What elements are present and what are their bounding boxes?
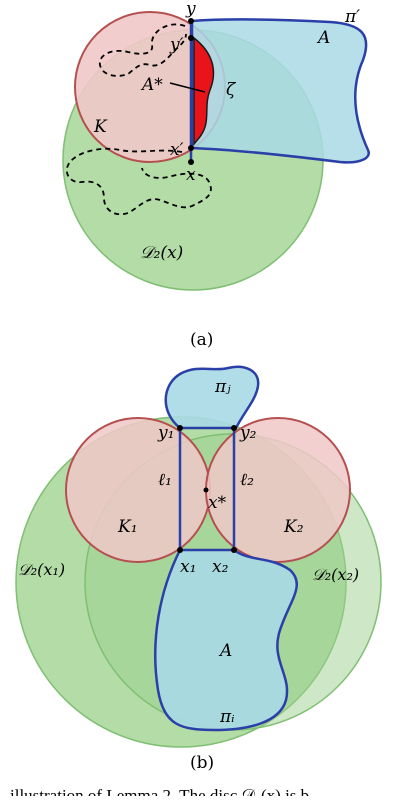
point-y2 — [231, 425, 237, 431]
label-y1: y₁ — [157, 423, 174, 443]
point-y-prime — [188, 35, 194, 41]
label-a-b: A — [218, 641, 232, 661]
region-a-b — [153, 548, 298, 732]
label-d2x1: 𝒟₂(x₁) — [18, 560, 65, 579]
label-k2: K₂ — [283, 517, 304, 537]
label-y2: y₂ — [239, 423, 257, 443]
caption-a: (a) — [190, 330, 213, 350]
panel-a: y y′ A* ζ K x′ x A π′ 𝒟₂(x) (a) — [62, 0, 370, 350]
point-x — [188, 159, 194, 165]
dashed-curve-upper — [99, 23, 187, 77]
label-k1: K₁ — [117, 517, 138, 537]
label-a-star: A* — [140, 75, 163, 95]
label-a: A — [316, 28, 330, 48]
point-x2 — [231, 547, 237, 553]
disc-k2 — [205, 417, 351, 563]
region-a — [190, 18, 370, 164]
point-y — [188, 18, 194, 24]
point-x-star — [203, 487, 209, 493]
label-pi-j: πⱼ — [214, 377, 231, 397]
label-x: x — [186, 165, 196, 185]
label-x2: x₂ — [212, 557, 229, 577]
label-pi-i: πᵢ — [219, 707, 235, 727]
label-x-star: x* — [208, 493, 227, 513]
label-zeta: ζ — [226, 80, 237, 100]
arrow-a-star — [169, 82, 206, 93]
label-x-prime: x′ — [170, 140, 184, 160]
label-x1: x₁ — [180, 557, 196, 577]
point-y1 — [177, 425, 183, 431]
disc-k1 — [65, 417, 211, 563]
label-l2: ℓ₂ — [240, 470, 254, 490]
label-y-prime: y′ — [169, 35, 184, 55]
footer-text: illustration of Lemma 2. The disc 𝒟₂(x) … — [10, 786, 310, 805]
panel-b: πⱼ y₁ y₂ ℓ₁ ℓ₂ x* K₁ K₂ 𝒟₂(x₁) 𝒟₂(x₂) x₁… — [15, 365, 382, 773]
label-k: K — [93, 117, 108, 137]
caption-b: (b) — [190, 753, 214, 773]
point-x1 — [177, 547, 183, 553]
label-d2x: 𝒟₂(x) — [140, 243, 183, 263]
label-pi-prime: π′ — [344, 7, 360, 27]
label-y: y — [185, 0, 196, 19]
dashed-curve-lower — [65, 147, 212, 216]
point-x-prime — [188, 145, 194, 151]
label-d2x2: 𝒟₂(x₂) — [312, 565, 359, 584]
region-pi-j — [164, 365, 260, 430]
label-l1: ℓ₁ — [158, 470, 172, 490]
figure: y y′ A* ζ K x′ x A π′ 𝒟₂(x) (a) πⱼ y₁ y₂… — [15, 0, 382, 773]
